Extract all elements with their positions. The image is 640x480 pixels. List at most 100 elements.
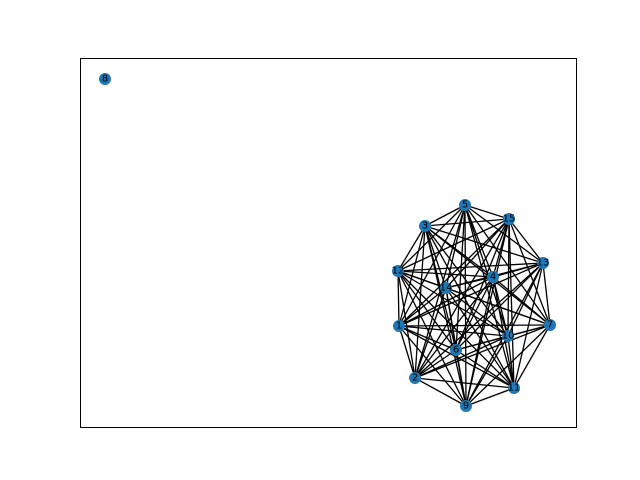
edge-5-14 bbox=[445, 204, 466, 289]
edge-10-11 bbox=[507, 335, 515, 389]
node-circle-10 bbox=[502, 330, 514, 342]
node-3: 3 bbox=[419, 220, 431, 232]
node-14: 14 bbox=[440, 282, 453, 294]
node-15: 15 bbox=[503, 213, 516, 225]
node-label-15: 15 bbox=[503, 214, 516, 225]
edge-2-12 bbox=[397, 270, 416, 379]
node-1: 1 bbox=[393, 320, 405, 332]
node-circle-4 bbox=[487, 271, 499, 283]
axes-frame bbox=[80, 58, 577, 428]
edge-1-4 bbox=[398, 276, 494, 327]
node-4: 4 bbox=[487, 271, 499, 283]
node-circle-5 bbox=[459, 199, 471, 211]
edge-7-11 bbox=[513, 324, 551, 389]
edge-11-13 bbox=[513, 262, 544, 389]
node-label-13: 13 bbox=[537, 258, 550, 269]
edge-9-15 bbox=[465, 218, 510, 407]
node-8: 8 bbox=[99, 73, 111, 85]
edge-1-2 bbox=[398, 325, 416, 379]
edge-11-12 bbox=[397, 270, 515, 389]
edge-5-10 bbox=[464, 204, 509, 337]
edge-3-9 bbox=[424, 225, 467, 407]
edge-4-5 bbox=[464, 204, 494, 278]
edge-10-14 bbox=[445, 287, 509, 337]
edge-2-14 bbox=[414, 287, 447, 379]
edge-3-5 bbox=[424, 204, 466, 227]
edge-14-15 bbox=[445, 218, 510, 289]
node-9: 9 bbox=[460, 400, 472, 412]
node-circle-7 bbox=[544, 319, 556, 331]
node-circle-9 bbox=[460, 400, 472, 412]
node-5: 5 bbox=[459, 199, 471, 211]
edge-13-15 bbox=[508, 218, 544, 264]
node-label-12: 12 bbox=[392, 266, 405, 277]
node-circle-14 bbox=[440, 282, 452, 294]
edge-1-6 bbox=[398, 325, 457, 351]
edge-3-12 bbox=[397, 225, 426, 272]
edge-7-13 bbox=[542, 262, 551, 326]
edge-2-7 bbox=[414, 324, 551, 379]
edge-6-15 bbox=[455, 218, 510, 351]
node-circle-1 bbox=[393, 320, 405, 332]
node-circle-6 bbox=[450, 344, 462, 356]
node-12: 12 bbox=[392, 265, 405, 277]
node-label-3: 3 bbox=[422, 221, 428, 232]
edge-12-15 bbox=[397, 218, 510, 272]
edge-6-11 bbox=[455, 349, 515, 389]
node-label-8: 8 bbox=[102, 74, 108, 85]
node-label-1: 1 bbox=[396, 321, 402, 332]
edge-11-15 bbox=[508, 218, 515, 389]
edge-3-14 bbox=[424, 225, 447, 289]
edge-9-12 bbox=[397, 270, 467, 407]
edge-9-11 bbox=[465, 387, 515, 407]
edge-3-10 bbox=[424, 225, 509, 337]
node-7: 7 bbox=[544, 319, 556, 331]
edge-7-14 bbox=[445, 287, 551, 326]
edge-4-7 bbox=[492, 276, 551, 326]
node-label-6: 6 bbox=[453, 345, 459, 356]
node-6: 6 bbox=[450, 344, 462, 356]
edge-11-14 bbox=[445, 287, 515, 389]
edge-7-15 bbox=[508, 218, 551, 326]
node-2: 2 bbox=[409, 372, 421, 384]
edge-12-14 bbox=[397, 270, 447, 289]
edge-5-9 bbox=[464, 204, 467, 407]
edge-1-13 bbox=[398, 262, 544, 327]
node-10: 10 bbox=[502, 330, 514, 342]
edge-10-13 bbox=[507, 262, 544, 337]
edge-2-9 bbox=[414, 377, 467, 407]
edge-7-10 bbox=[507, 324, 551, 337]
edge-12-13 bbox=[397, 262, 544, 272]
edge-1-7 bbox=[398, 324, 551, 327]
node-circle-8 bbox=[99, 73, 111, 85]
edges-layer bbox=[397, 204, 551, 407]
node-circle-12 bbox=[392, 265, 404, 277]
edge-5-12 bbox=[397, 204, 466, 272]
edge-5-13 bbox=[464, 204, 544, 264]
node-label-2: 2 bbox=[412, 373, 418, 384]
node-label-9: 9 bbox=[463, 401, 469, 412]
node-label-5: 5 bbox=[462, 200, 468, 211]
node-13: 13 bbox=[537, 257, 550, 269]
edge-10-12 bbox=[397, 270, 509, 337]
edge-4-12 bbox=[397, 270, 494, 278]
node-circle-3 bbox=[419, 220, 431, 232]
node-label-14: 14 bbox=[440, 283, 453, 294]
edge-2-6 bbox=[414, 349, 457, 379]
edge-2-10 bbox=[414, 335, 509, 379]
edge-1-5 bbox=[398, 204, 466, 327]
node-circle-15 bbox=[503, 213, 515, 225]
node-circle-13 bbox=[537, 257, 549, 269]
node-label-7: 7 bbox=[547, 320, 553, 331]
edge-2-11 bbox=[414, 377, 515, 389]
node-label-11: 11 bbox=[508, 383, 521, 394]
edge-2-13 bbox=[414, 262, 544, 379]
edge-5-15 bbox=[464, 204, 510, 220]
node-circle-11 bbox=[508, 382, 520, 394]
edge-3-15 bbox=[424, 218, 510, 227]
node-circle-2 bbox=[409, 372, 421, 384]
node-11: 11 bbox=[508, 382, 521, 394]
